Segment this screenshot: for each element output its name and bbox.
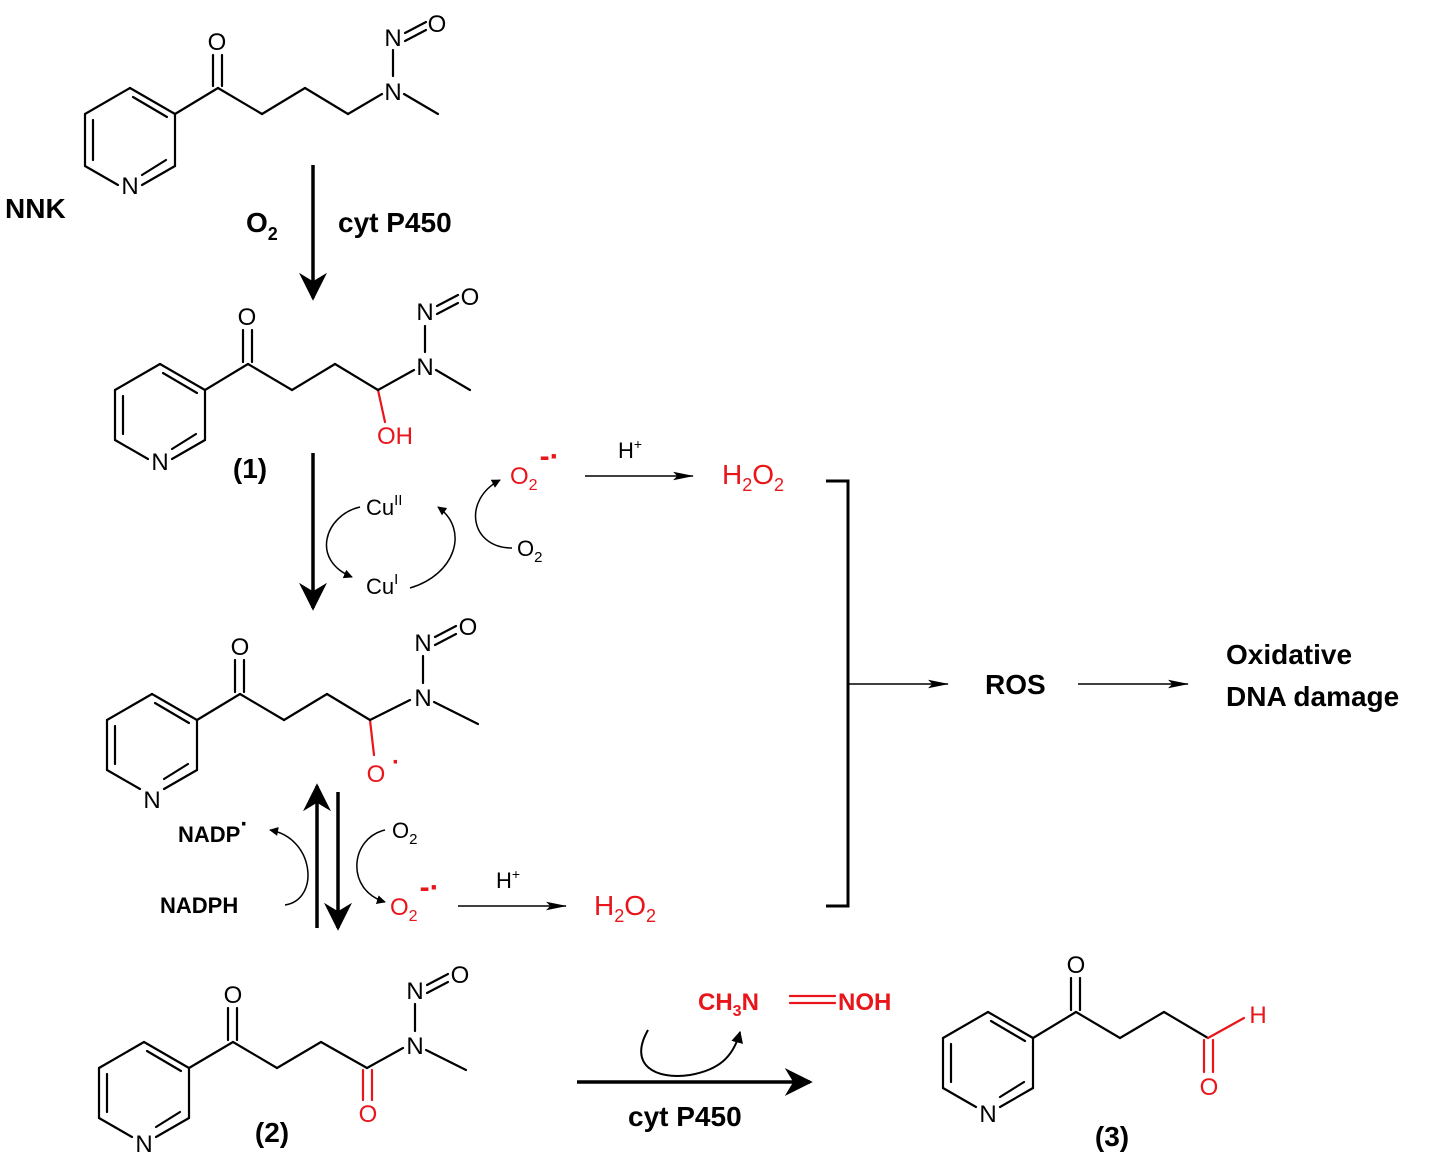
oxygen-reduction-arrow bbox=[474, 479, 513, 549]
nnk-structure: N O N N O bbox=[83, 11, 447, 200]
nadph-label: NADPH bbox=[160, 893, 238, 918]
proton-label-upper: H+ bbox=[618, 436, 642, 463]
methyldiazohydroxide-tail: NOH bbox=[838, 989, 891, 1016]
nitroso-oxygen: O bbox=[451, 962, 470, 989]
nitroso-nitrogen: N bbox=[414, 630, 431, 657]
pyridine-nitrogen: N bbox=[143, 787, 160, 814]
copper-reoxidation-arrow bbox=[409, 506, 456, 589]
ketone-oxygen: O bbox=[1067, 952, 1086, 979]
compound-2-structure: N O O N N O bbox=[97, 962, 470, 1158]
pyridine-nitrogen: N bbox=[151, 449, 168, 476]
amine-nitrogen: N bbox=[384, 79, 401, 106]
radical-dot: · bbox=[392, 749, 400, 776]
alkoxyl-oxygen: O bbox=[367, 761, 386, 788]
compound-1-structure: N O OH N N O bbox=[113, 284, 480, 476]
nitroso-oxygen: O bbox=[459, 614, 478, 641]
compound-1-label: (1) bbox=[233, 453, 267, 484]
o2-reactant-lower: O2 bbox=[392, 818, 417, 848]
copper-cycle-arrow bbox=[325, 506, 361, 579]
byproduct-release-arrow bbox=[640, 1029, 743, 1077]
dna-damage-label: DNA damage bbox=[1226, 681, 1399, 712]
amine-nitrogen: N bbox=[406, 1033, 423, 1060]
compound-3-structure: N O H O bbox=[941, 952, 1267, 1128]
ketone-oxygen: O bbox=[238, 304, 257, 331]
ros-bracket bbox=[826, 479, 850, 908]
alkoxyl-radical-structure: N O O · N N O bbox=[105, 614, 480, 814]
nadph-oxidation-arrow bbox=[269, 826, 309, 906]
nnk-label: NNK bbox=[5, 193, 66, 224]
cyt-p450-label-bottom: cyt P450 bbox=[628, 1101, 742, 1132]
ketone-oxygen: O bbox=[224, 982, 243, 1009]
amide-oxygen: O bbox=[359, 1101, 378, 1128]
superoxide-upper: O2-· bbox=[510, 440, 560, 494]
superoxide-lower: O2-· bbox=[390, 871, 440, 925]
pyridine-nitrogen: N bbox=[979, 1101, 996, 1128]
nitroso-nitrogen: N bbox=[384, 25, 401, 52]
nitroso-oxygen: O bbox=[461, 284, 480, 311]
nadp-radical-label: NADP· bbox=[178, 811, 248, 847]
h2o2-upper: H2O2 bbox=[722, 459, 784, 495]
aldehyde-hydrogen: H bbox=[1249, 1002, 1266, 1029]
pyridine-nitrogen: N bbox=[135, 1131, 152, 1158]
compound-2-label: (2) bbox=[255, 1117, 289, 1148]
ketone-oxygen: O bbox=[231, 634, 250, 661]
ketone-oxygen: O bbox=[208, 29, 227, 56]
pyridine-nitrogen: N bbox=[121, 173, 138, 200]
hydroxyl-group: OH bbox=[377, 423, 413, 450]
amine-nitrogen: N bbox=[416, 354, 433, 381]
nitroso-nitrogen: N bbox=[416, 299, 433, 326]
oxidative-label: Oxidative bbox=[1226, 639, 1352, 670]
methyldiazohydroxide: CH3N bbox=[698, 989, 759, 1020]
proton-label-lower: H+ bbox=[496, 866, 520, 893]
nitroso-nitrogen: N bbox=[406, 978, 423, 1005]
amine-nitrogen: N bbox=[414, 685, 431, 712]
cu-ii-label: CuII bbox=[366, 492, 402, 520]
pyridine-ring bbox=[83, 86, 177, 187]
o2-reagent: O2 bbox=[246, 207, 278, 244]
oxygen-reduction-arrow-lower bbox=[356, 829, 386, 904]
cu-i-label: CuI bbox=[366, 571, 398, 599]
cyt-p450-label-top: cyt P450 bbox=[338, 207, 452, 238]
ros-label: ROS bbox=[985, 669, 1046, 700]
o2-reactant-upper: O2 bbox=[517, 536, 542, 566]
compound-3-label: (3) bbox=[1095, 1121, 1129, 1152]
h2o2-lower: H2O2 bbox=[594, 890, 656, 926]
nitroso-oxygen: O bbox=[428, 11, 447, 38]
aldehyde-oxygen: O bbox=[1200, 1074, 1219, 1101]
